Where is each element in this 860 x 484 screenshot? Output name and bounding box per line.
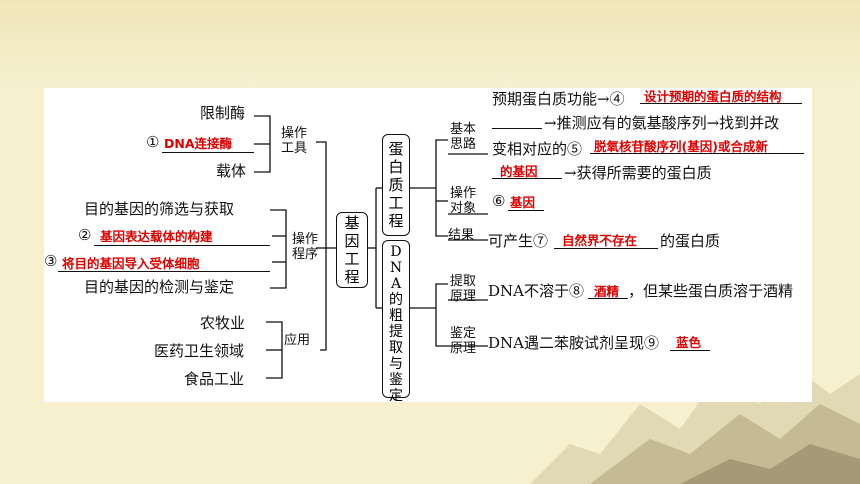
label-operation-tools: 操作工具 bbox=[280, 126, 307, 156]
tool-restriction-enzyme: 限制酶 bbox=[200, 104, 246, 122]
basic-line3: 变相对应的⑤ bbox=[492, 140, 583, 158]
dna-extraction-box bbox=[382, 240, 410, 398]
blank-9-underline bbox=[670, 350, 710, 351]
answer-6: 基因 bbox=[510, 195, 536, 210]
application-medicine: 医药卫生领域 bbox=[154, 342, 245, 360]
label-basic-idea: 基本思路 bbox=[449, 122, 476, 152]
label-operation-procedure: 操作程序 bbox=[291, 232, 318, 262]
label-application: 应用 bbox=[284, 333, 311, 348]
answer-2: 基因表达载体的构建 bbox=[100, 229, 213, 244]
application-agriculture: 农牧业 bbox=[200, 314, 246, 332]
result-post: 的蛋白质 bbox=[660, 232, 721, 250]
extract-post: ，但某些蛋白质溶于酒精 bbox=[628, 282, 794, 300]
procedure-step-screening: 目的基因的筛选与获取 bbox=[84, 200, 235, 218]
answer-8: 酒精 bbox=[594, 284, 620, 299]
connector-lines bbox=[254, 115, 488, 379]
blank-1-number: ① bbox=[146, 133, 160, 151]
extract-pre: DNA不溶于⑧ bbox=[488, 282, 584, 300]
blank-3-number: ③ bbox=[44, 252, 58, 270]
blank-6-number: ⑥ bbox=[492, 192, 506, 210]
application-food-industry: 食品工业 bbox=[184, 370, 245, 388]
center-title: 基因工程 bbox=[344, 214, 360, 286]
blank-6-underline bbox=[508, 210, 544, 211]
answer-4: 设计预期的蛋白质的结构 bbox=[644, 89, 782, 104]
label-identification-principle: 鉴定原理 bbox=[449, 326, 476, 356]
dna-extraction-title: DNA的粗提取与鉴定 bbox=[389, 244, 403, 402]
basic-line1: 预期蛋白质功能→④ bbox=[492, 90, 625, 108]
answer-9: 蓝色 bbox=[676, 335, 702, 350]
concept-map-panel: 限制酶 ① DNA连接酶 载体 操作工具 目的基因的筛选与获取 ② 基因表达载体… bbox=[44, 88, 812, 402]
center-box bbox=[336, 212, 368, 288]
result-pre: 可产生⑦ bbox=[488, 232, 549, 250]
tool-vector: 载体 bbox=[216, 162, 247, 180]
blank-4-underline bbox=[640, 103, 802, 104]
blank-7-underline bbox=[554, 248, 658, 249]
blank-1-underline bbox=[162, 152, 254, 153]
basic-line4: →获得所需要的蛋白质 bbox=[564, 164, 712, 182]
identify-pre: DNA遇二苯胺试剂呈现⑨ bbox=[488, 334, 659, 352]
procedure-step-detection: 目的基因的检测与鉴定 bbox=[84, 278, 235, 296]
blank-4-continued-underline bbox=[492, 128, 542, 129]
label-operation-object: 操作对象 bbox=[449, 186, 476, 216]
blank-8-underline bbox=[588, 298, 628, 299]
answer-7: 自然界不存在 bbox=[562, 233, 638, 248]
basic-line2: →推测应有的氨基酸序列→找到并改 bbox=[544, 114, 780, 132]
protein-engineering-box bbox=[382, 134, 410, 236]
label-extraction-principle: 提取原理 bbox=[449, 274, 476, 304]
answer-1: DNA连接酶 bbox=[164, 136, 233, 151]
label-result: 结果 bbox=[448, 228, 475, 243]
answer-3: 将目的基因导入受体细胞 bbox=[62, 256, 200, 271]
blank-5b-underline bbox=[492, 178, 562, 179]
protein-engineering-title: 蛋白质工程 bbox=[388, 140, 404, 230]
answer-5a: 脱氧核苷酸序列(基因)或合成新 bbox=[594, 139, 768, 154]
blank-3-underline bbox=[58, 271, 270, 272]
blank-2-underline bbox=[94, 245, 270, 246]
blank-5-underline bbox=[590, 153, 804, 154]
background-top bbox=[0, 0, 860, 88]
answer-5b: 的基因 bbox=[500, 164, 538, 179]
blank-2-number: ② bbox=[78, 226, 92, 244]
